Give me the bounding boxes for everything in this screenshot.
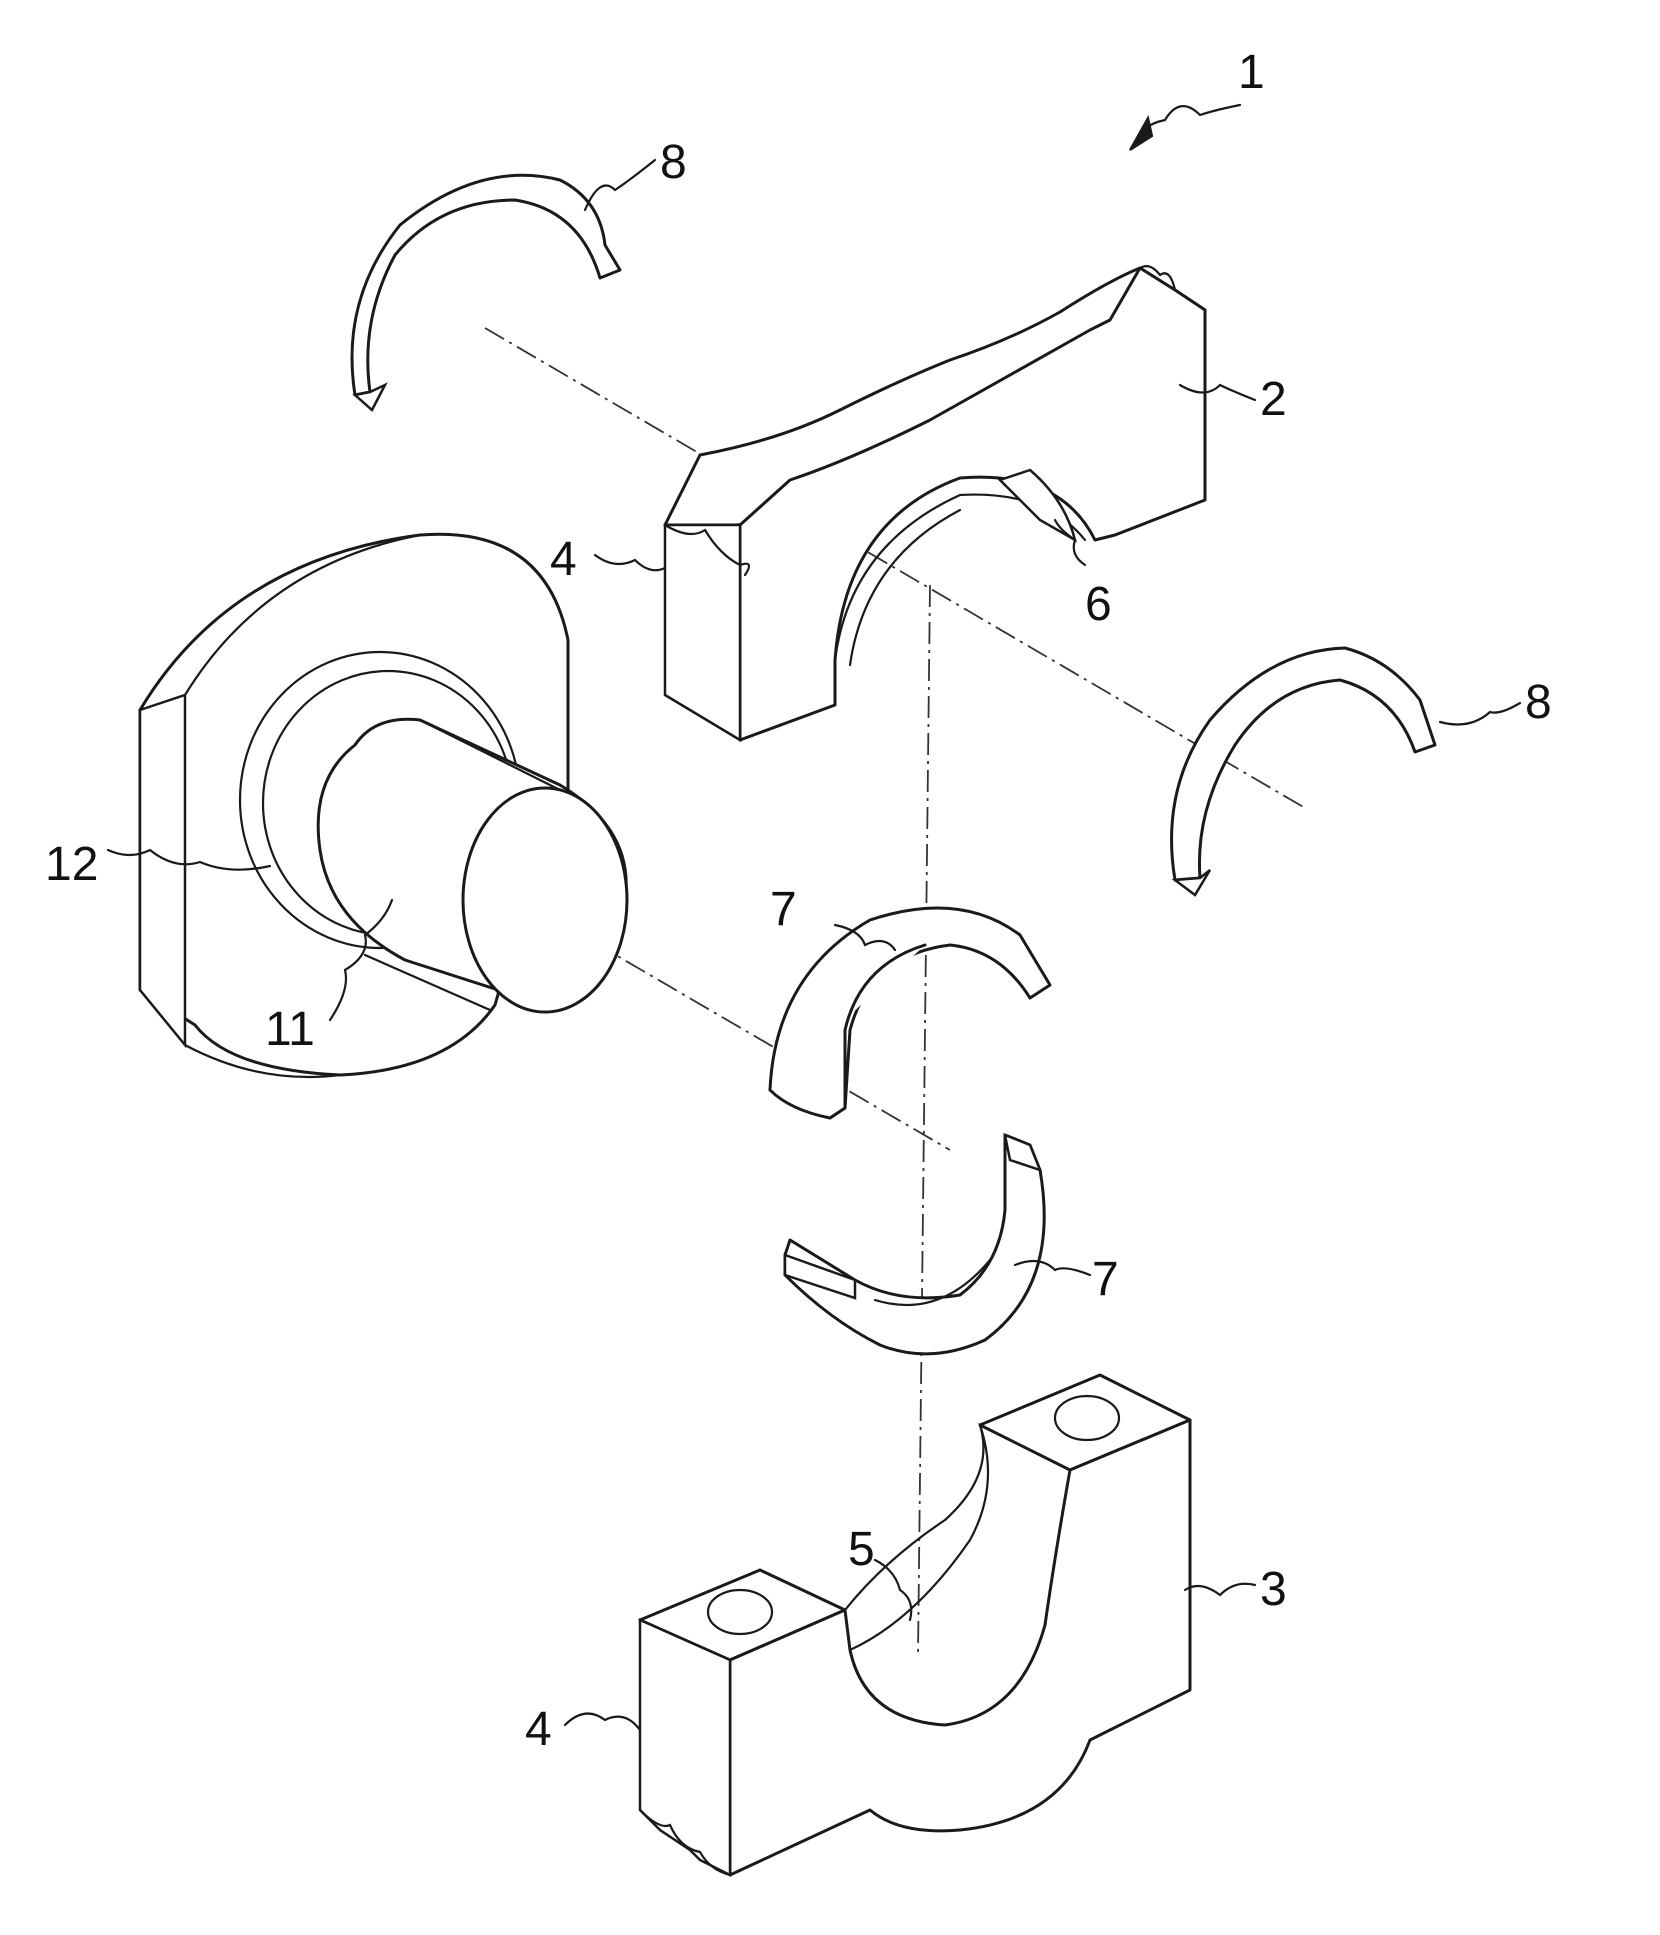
label-4-upper: 4 — [550, 533, 577, 586]
label-6: 6 — [1085, 578, 1112, 631]
label-2: 2 — [1260, 373, 1287, 426]
leader-3 — [1185, 1584, 1255, 1595]
leader-4-upper — [595, 555, 665, 570]
leader-4-lower — [565, 1714, 640, 1730]
bearing-half-7-lower — [785, 1135, 1044, 1354]
label-7-lower: 7 — [1092, 1253, 1119, 1306]
label-8-right: 8 — [1525, 676, 1552, 729]
label-11: 11 — [265, 1003, 315, 1056]
arrowhead-1 — [1130, 118, 1152, 150]
leader-8-left — [585, 160, 655, 210]
label-5: 5 — [848, 1523, 875, 1576]
label-4-lower: 4 — [525, 1703, 552, 1756]
label-3: 3 — [1260, 1563, 1287, 1616]
lower-housing-3 — [640, 1375, 1190, 1875]
upper-housing-2 — [665, 266, 1205, 740]
leader-5 — [875, 1560, 911, 1620]
leader-8-right — [1440, 703, 1520, 724]
vertical-axis — [918, 585, 930, 1655]
label-8-left: 8 — [660, 136, 687, 189]
label-1: 1 — [1238, 46, 1265, 99]
thrust-washer-8-left — [352, 175, 620, 410]
leader-1 — [1135, 105, 1240, 145]
bearing-half-7-upper — [770, 908, 1050, 1118]
label-12: 12 — [45, 838, 98, 891]
label-7-upper: 7 — [770, 883, 797, 936]
thrust-washer-8-right — [1172, 648, 1435, 895]
